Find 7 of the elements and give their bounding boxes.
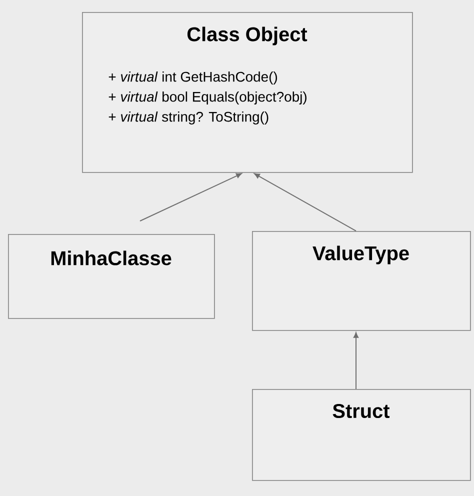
class-box: Class Object + virtual int GetHashCode() + virtual bool Equals(object?obj) + virtual string? ToString() [82, 12, 413, 173]
arrow [254, 173, 356, 232]
arrow [140, 173, 242, 222]
class-box: ValueType [252, 231, 471, 331]
arrow [353, 332, 359, 390]
class-box: MinhaClasse [8, 234, 215, 319]
class-box: Struct [252, 389, 471, 481]
